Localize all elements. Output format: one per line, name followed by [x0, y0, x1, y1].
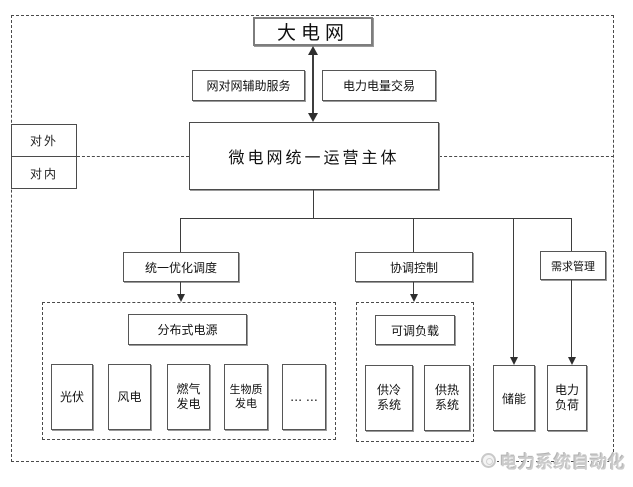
node-pv-label: 光伏 [59, 389, 84, 404]
divider-dashed-left [77, 156, 189, 157]
connector-drop-demand [571, 218, 572, 251]
node-heating-system-label: 供热 系统 [434, 383, 459, 412]
node-demand: 需求管理 [540, 251, 606, 280]
connector-drop-dispatch [180, 218, 181, 252]
node-storage-label: 储能 [501, 391, 526, 406]
node-main-grid: 大电网 [253, 17, 373, 46]
node-cooling-system: 供冷 系统 [365, 365, 413, 431]
node-power-load: 电力 负荷 [547, 365, 587, 431]
group-adjustable-load [356, 302, 474, 442]
legend-internal-label: 对内 [29, 166, 58, 181]
group-distributed-generation [42, 302, 336, 440]
node-control: 协调控制 [355, 252, 473, 282]
connector-drop-storage [513, 218, 514, 357]
watermark: 电力系统自动化 [481, 448, 626, 473]
node-power-load-label: 电力 负荷 [554, 383, 579, 412]
node-cooling-system-label: 供冷 系统 [376, 383, 401, 412]
publisher-logo-icon [481, 453, 496, 468]
node-gas-generation-label: 燃气 发电 [176, 382, 201, 411]
arrowhead-to-load-icon [568, 357, 576, 365]
legend-external-label: 对外 [12, 125, 76, 157]
node-storage: 储能 [493, 365, 535, 431]
node-biomass-generation: 生物质 发电 [224, 364, 268, 430]
node-control-label: 协调控制 [389, 260, 438, 275]
node-power-trading-label: 电力电量交易 [342, 79, 415, 93]
node-pv: 光伏 [51, 364, 93, 430]
node-dispatch-label: 统一优化调度 [144, 260, 217, 275]
connector-branch-bus [180, 218, 572, 219]
node-others-ellipsis: … … [282, 364, 326, 430]
node-gas-generation: 燃气 发电 [167, 364, 210, 430]
connector-control-to-adjustable [413, 282, 414, 295]
node-power-trading: 电力电量交易 [322, 70, 436, 101]
node-operator-label: 微电网统一运营主体 [228, 148, 400, 167]
node-wind: 风电 [108, 364, 151, 430]
connector-drop-control [413, 218, 414, 252]
arrowhead-down-to-operator-icon [308, 113, 318, 122]
connector-operator-drop [313, 190, 314, 218]
node-distributed-title: 分布式电源 [128, 314, 247, 345]
connector-demand-to-load [571, 280, 572, 357]
arrowhead-to-adjustable-icon [410, 294, 418, 302]
node-distributed-title-label: 分布式电源 [157, 323, 218, 337]
system-boundary-frame [11, 15, 614, 462]
arrowhead-up-to-grid-icon [308, 46, 318, 55]
node-demand-label: 需求管理 [551, 259, 595, 273]
connector-dispatch-to-distributed [180, 282, 181, 295]
node-adjustable-title-label: 可调负载 [390, 323, 439, 338]
node-operator: 微电网统一运营主体 [189, 122, 439, 190]
watermark-text: 电力系统自动化 [500, 453, 626, 473]
node-others-ellipsis-label: … … [290, 389, 318, 404]
node-grid-to-grid-service-label: 网对网辅助服务 [206, 79, 291, 93]
arrowhead-to-distributed-icon [177, 294, 185, 302]
arrowhead-to-storage-icon [510, 357, 518, 365]
connector-grid-operator [312, 49, 314, 116]
node-main-grid-label: 大电网 [276, 22, 349, 44]
legend-external-internal: 对外 对内 [11, 124, 77, 189]
node-biomass-generation-label: 生物质 发电 [229, 383, 263, 410]
node-wind-label: 风电 [117, 389, 142, 404]
node-dispatch: 统一优化调度 [123, 252, 239, 282]
divider-dashed-right [439, 156, 614, 157]
node-adjustable-title: 可调负载 [375, 315, 455, 345]
node-heating-system: 供热 系统 [424, 365, 470, 431]
node-grid-to-grid-service: 网对网辅助服务 [192, 70, 305, 101]
